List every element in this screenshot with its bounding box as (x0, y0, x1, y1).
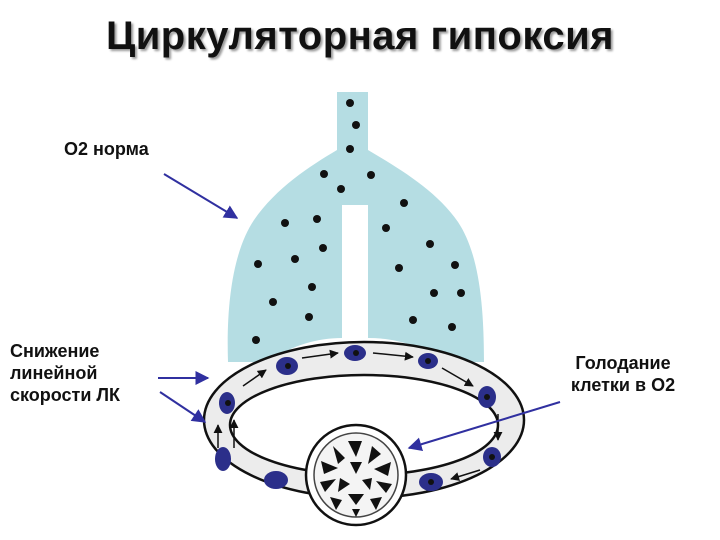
oxygen-dot (337, 185, 345, 193)
oxygen-dot (308, 283, 316, 291)
erythrocytes (215, 345, 501, 491)
label-slow-flow-line-3: скорости ЛК (10, 385, 121, 405)
label-slow-flow-line-1: Снижение (10, 341, 100, 361)
oxygen-dot (269, 298, 277, 306)
oxygen-dot (382, 224, 390, 232)
organelle (333, 446, 345, 464)
organelle (350, 462, 362, 474)
label-slow-flow-line-2: линейной (10, 363, 98, 383)
oxygen-dot (451, 261, 459, 269)
oxygen-dot (448, 323, 456, 331)
erythrocyte (483, 447, 501, 467)
oxygen-dot (320, 170, 328, 178)
organelle (330, 497, 342, 510)
flow-arrow (242, 369, 267, 387)
oxygen-dot (252, 336, 260, 344)
organelle (376, 481, 392, 493)
erythrocyte (344, 345, 366, 361)
flow-arrows (213, 349, 503, 481)
organelle (352, 509, 360, 517)
organelle (321, 461, 338, 474)
oxygen-molecules (252, 99, 465, 344)
erythrocyte (215, 447, 231, 471)
organelle (338, 478, 350, 492)
label-slow-flow: Снижение линейной скорости ЛК (10, 340, 170, 406)
erythrocyte (478, 386, 496, 408)
cell-organelles (320, 441, 392, 517)
oxygen-dot (395, 264, 403, 272)
oxygen-dot (352, 121, 360, 129)
oxygen-dot (281, 219, 289, 227)
pointer-arrow-o2-normal (163, 173, 239, 219)
pointer-arrow-slow-flow-2 (159, 391, 207, 423)
oxygen-dot (254, 260, 262, 268)
oxygen-dot (400, 199, 408, 207)
erythrocyte (219, 392, 235, 414)
flow-arrow (301, 349, 339, 359)
oxygen-dot (346, 145, 354, 153)
flow-arrow (441, 367, 474, 387)
organelle (374, 462, 391, 476)
tissue-cell (304, 423, 408, 527)
oxygen-dot (305, 313, 313, 321)
flow-arrow (450, 469, 481, 481)
lung (227, 92, 484, 362)
erythrocyte (264, 471, 288, 489)
lung-shape (227, 92, 484, 362)
organelle (362, 478, 372, 490)
organelle (368, 446, 381, 464)
erythrocyte (276, 357, 298, 375)
pointer-arrows (158, 173, 561, 452)
organelle (370, 497, 382, 510)
slide-title: Циркуляторная гипоксия (105, 14, 615, 58)
label-cell-starvation-line-2: клетки в O2 (570, 375, 676, 395)
erythrocyte (418, 353, 438, 369)
pointer-arrow-cell-starvation (407, 401, 561, 452)
oxygen-dot (426, 240, 434, 248)
oxygen-dot (346, 99, 354, 107)
oxygen-dot (367, 171, 375, 179)
organelle (348, 441, 362, 457)
oxygen-dot (313, 215, 321, 223)
oxygen-dot (291, 255, 299, 263)
oxygen-dot (430, 289, 438, 297)
label-cell-starvation-line-1: Голодание (575, 353, 671, 373)
organelle (320, 479, 336, 492)
erythrocyte (419, 473, 443, 491)
label-cell-starvation: Голодание клетки в O2 (548, 352, 698, 396)
label-o2-normal: O2 норма (64, 139, 149, 159)
oxygen-dot (319, 244, 327, 252)
oxygen-dot (409, 316, 417, 324)
flow-arrow (372, 351, 414, 361)
organelle (348, 494, 364, 505)
oxygen-dot (457, 289, 465, 297)
